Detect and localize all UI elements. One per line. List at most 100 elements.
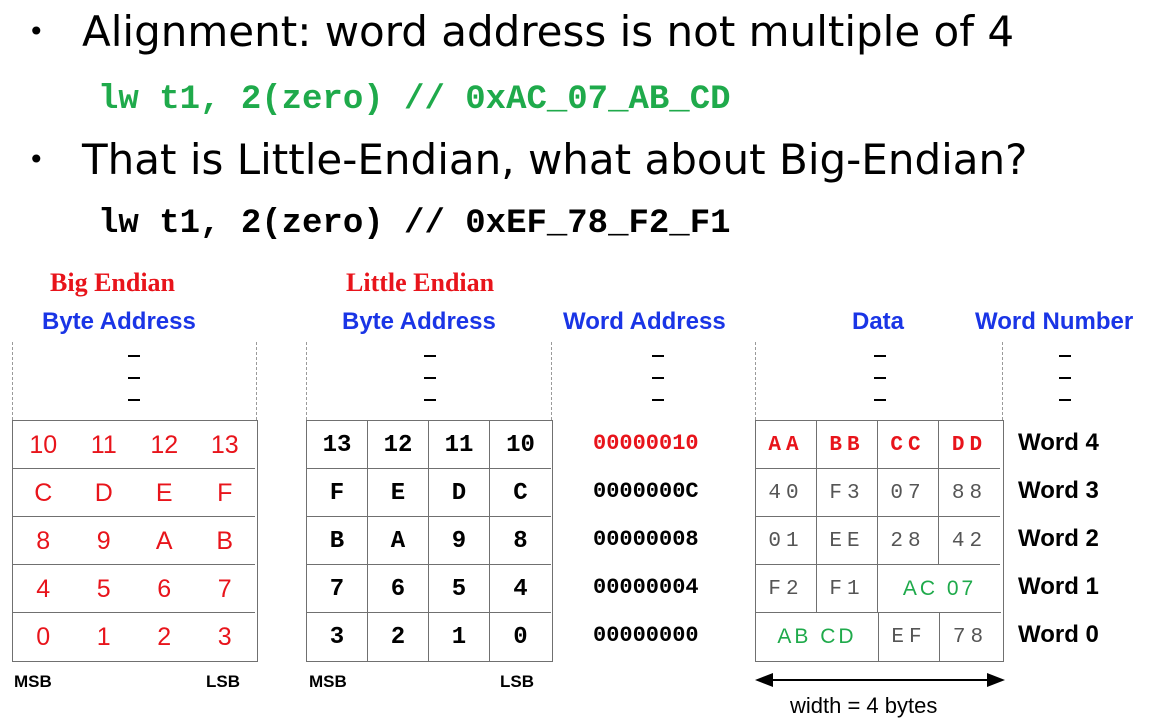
width-arrow-icon	[755, 673, 1005, 687]
table-row: C D E F	[13, 469, 255, 517]
table-row: 3 2 1 0	[307, 613, 551, 661]
data-byte-cell: F3	[817, 469, 878, 517]
data-byte-cell: 42	[951, 529, 988, 553]
msb-label: MSB	[14, 672, 52, 691]
byte-cell: 10	[29, 430, 58, 459]
table-row: AB CD EF 78	[756, 613, 1001, 661]
bullet-dot: •	[28, 15, 45, 48]
word-address: 0000000C	[593, 479, 699, 504]
data-byte-cell-loaded: AB CD	[756, 613, 879, 661]
byte-cell: C	[34, 478, 53, 507]
data-byte-cell: DD	[951, 433, 988, 457]
table-row: 7 6 5 4	[307, 565, 551, 613]
byte-cell: 5	[96, 574, 111, 603]
guide-line	[306, 342, 307, 420]
byte-cell: 11	[90, 430, 117, 459]
byte-cell: 9	[429, 517, 490, 565]
word-address: 00000000	[593, 623, 699, 648]
byte-cell: 13	[210, 430, 239, 459]
big-endian-heading: Big Endian	[50, 268, 176, 297]
byte-cell: 12	[368, 421, 429, 469]
table-row: 4 5 6 7	[13, 565, 255, 613]
byte-cell: 1	[96, 622, 111, 651]
table-row: 0 1 2 3	[13, 613, 255, 661]
byte-cell: B	[216, 526, 234, 555]
byte-cell: 9	[96, 526, 111, 555]
byte-cell: 12	[150, 430, 179, 459]
word-number: Word 3	[1018, 477, 1099, 504]
bullet-dot: •	[28, 143, 45, 176]
table-row: B A 9 8	[307, 517, 551, 565]
data-table: AA BB CC DD 40 F3 07 88 01 EE 28 42 F2 F…	[755, 420, 1004, 662]
data-byte-cell: F2	[756, 565, 817, 613]
byte-cell: 8	[36, 526, 51, 555]
guide-line	[755, 342, 756, 420]
data-byte-cell: 07	[878, 469, 939, 517]
byte-cell: 3	[307, 613, 368, 661]
data-byte-cell: 40	[756, 469, 817, 517]
byte-cell: C	[513, 479, 528, 507]
data-byte-cell: F1	[817, 565, 878, 613]
byte-cell: A	[368, 517, 429, 565]
ellipsis-marks	[1055, 355, 1075, 421]
ellipsis-marks	[420, 355, 440, 421]
byte-cell: 0	[513, 623, 528, 651]
byte-cell: 4	[513, 575, 528, 603]
code-big-endian: lw t1, 2(zero) // 0xEF_78_F2_F1	[98, 205, 731, 243]
byte-cell: 6	[157, 574, 172, 603]
byte-cell: 2	[157, 622, 172, 651]
table-row: AA BB CC DD	[756, 421, 1000, 469]
data-heading: Data	[852, 308, 905, 335]
table-row: 8 9 A B	[13, 517, 255, 565]
data-byte-cell: EE	[817, 517, 878, 565]
word-address-heading: Word Address	[563, 308, 726, 335]
lsb-label: LSB	[206, 672, 240, 691]
byte-cell: E	[155, 478, 173, 507]
little-endian-heading: Little Endian	[346, 268, 495, 297]
data-byte-cell: 78	[952, 625, 989, 649]
bullet-endian-text: That is Little-Endian, what about Big-En…	[82, 135, 1028, 184]
table-row: 13 12 11 10	[307, 421, 551, 469]
big-endian-table: 10 11 12 13 C D E F 8 9 A B 4 5 6 7 0 1 …	[12, 420, 258, 662]
data-byte-cell: CC	[878, 421, 939, 469]
ellipsis-marks	[648, 355, 668, 421]
bullet-alignment-text: Alignment: word address is not multiple …	[82, 7, 1015, 56]
little-endian-byte-address-heading: Byte Address	[342, 308, 496, 335]
data-byte-cell-loaded: AC 07	[902, 577, 977, 600]
table-row: F2 F1 AC 07	[756, 565, 1001, 613]
word-number-heading: Word Number	[975, 308, 1134, 335]
little-endian-table: 13 12 11 10 F E D C B A 9 8 7 6 5 4 3 2 …	[306, 420, 553, 662]
byte-cell: A	[155, 526, 173, 555]
byte-cell: 1	[429, 613, 490, 661]
word-address: 00000004	[593, 575, 699, 600]
data-byte-cell: AA	[756, 421, 817, 469]
data-byte-cell: BB	[817, 421, 878, 469]
byte-cell: 4	[36, 574, 51, 603]
word-address: 00000010	[593, 431, 699, 456]
byte-cell: F	[217, 478, 233, 507]
guide-line	[551, 342, 552, 420]
data-byte-cell: 01	[756, 517, 817, 565]
byte-cell: D	[94, 478, 113, 507]
lsb-label: LSB	[500, 672, 534, 691]
byte-cell: D	[429, 469, 490, 517]
byte-cell: E	[368, 469, 429, 517]
big-endian-byte-address-heading: Byte Address	[42, 308, 196, 335]
byte-cell: 11	[429, 421, 490, 469]
table-row: 01 EE 28 42	[756, 517, 1000, 565]
guide-line	[256, 342, 257, 420]
guide-line	[12, 342, 13, 420]
ellipsis-marks	[870, 355, 890, 421]
byte-cell: F	[307, 469, 368, 517]
word-number: Word 0	[1018, 621, 1099, 648]
byte-cell: 5	[429, 565, 490, 613]
ellipsis-marks	[124, 355, 144, 421]
table-row: 10 11 12 13	[13, 421, 255, 469]
code-little-endian: lw t1, 2(zero) // 0xAC_07_AB_CD	[98, 81, 731, 119]
data-byte-cell: 28	[878, 517, 939, 565]
byte-cell: 7	[307, 565, 368, 613]
guide-line	[1002, 342, 1003, 420]
data-byte-cell: 88	[951, 481, 988, 505]
data-byte-cell: EF	[879, 613, 940, 661]
byte-cell: 2	[368, 613, 429, 661]
